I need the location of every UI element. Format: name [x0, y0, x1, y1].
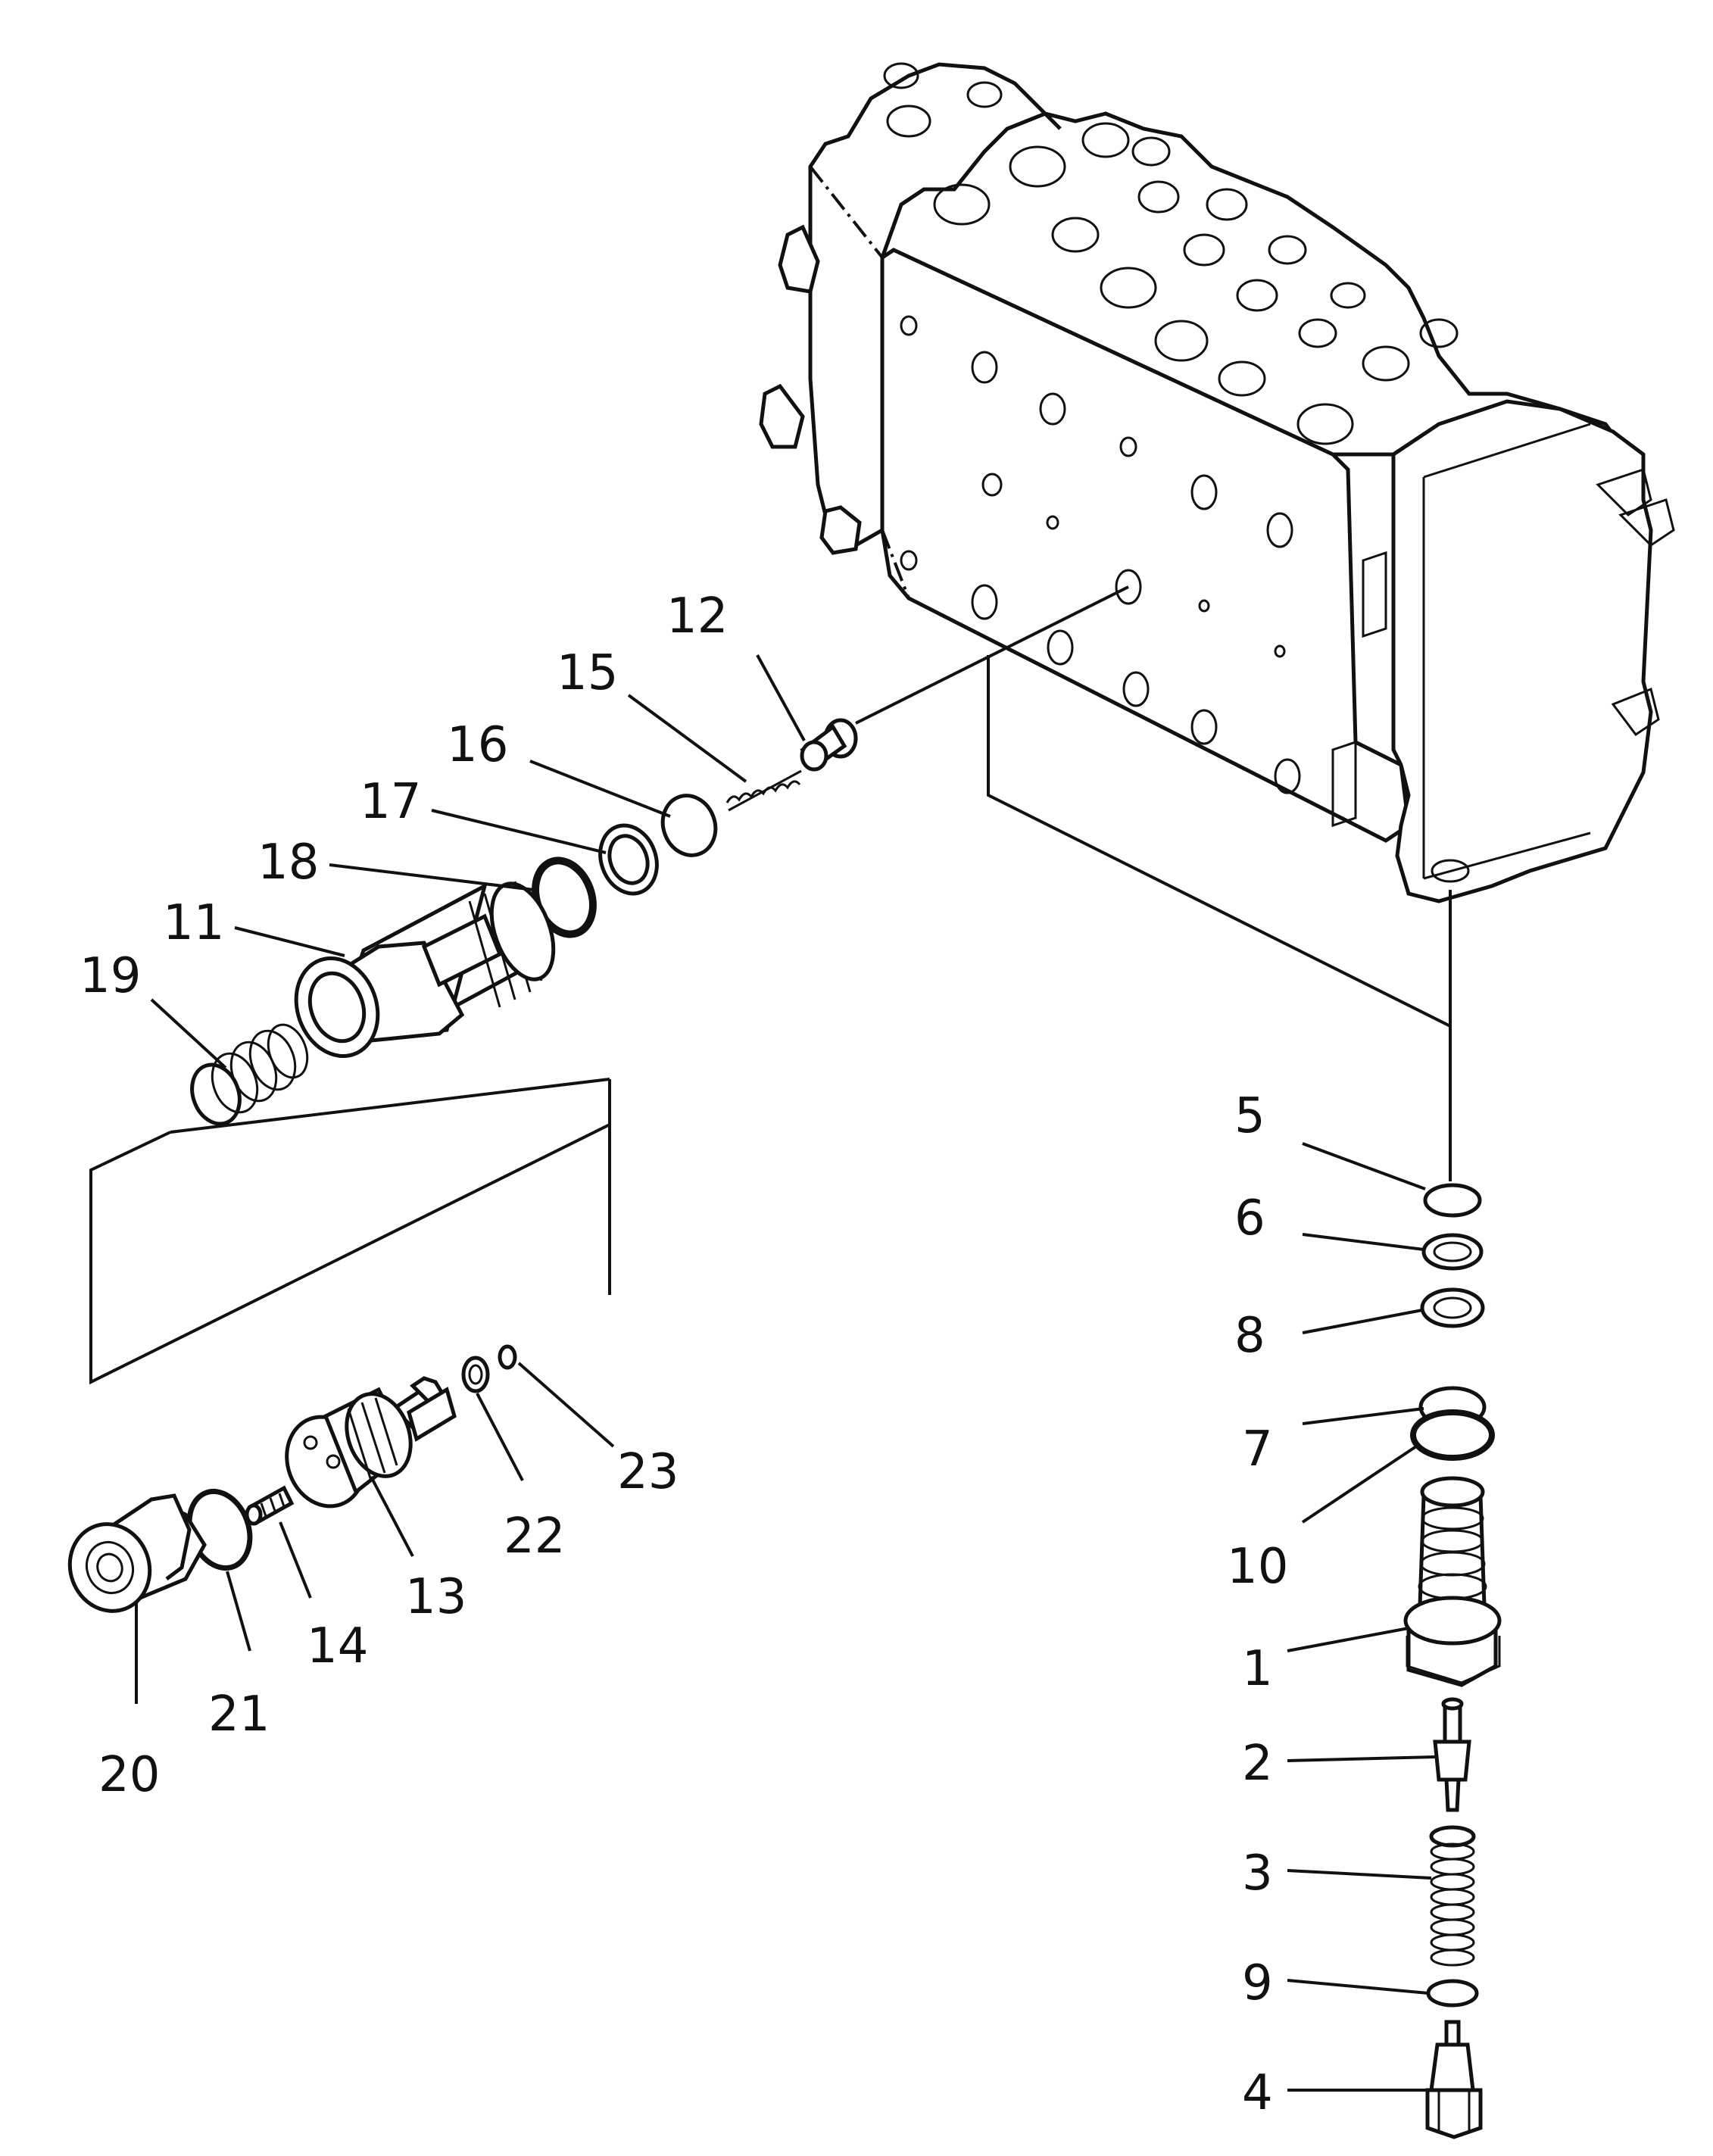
callout-2: 2: [1242, 1736, 1273, 1792]
callout-6: 6: [1234, 1190, 1265, 1246]
callout-9: 9: [1242, 1955, 1273, 2011]
callout-21: 21: [208, 1686, 270, 1743]
callout-7: 7: [1242, 1421, 1273, 1477]
callout-labels: 12 15 16 17 18 11 19 5 6 8 7 10 1 2 3 9 …: [80, 588, 1288, 2121]
part-15-spring: [725, 769, 802, 812]
part-14-pin: [245, 1485, 295, 1526]
part-10-oring: [1410, 1409, 1495, 1461]
part-13-piston: [285, 1376, 457, 1509]
part-19-spring: [190, 1023, 309, 1126]
callout-18: 18: [257, 835, 319, 891]
callout-leaders: [135, 654, 1436, 2092]
part-23-ring: [498, 1344, 517, 1370]
callout-23: 23: [617, 1444, 679, 1500]
part-1-valve-body: [1403, 1476, 1502, 1687]
callout-3: 3: [1242, 1846, 1273, 1902]
callout-10: 10: [1227, 1539, 1288, 1595]
callout-17: 17: [360, 774, 421, 830]
part-4-plug: [1425, 2020, 1483, 2139]
callout-11: 11: [163, 895, 224, 951]
assembly-lines: [89, 585, 1452, 1385]
callout-4: 4: [1242, 2065, 1273, 2121]
callout-13: 13: [405, 1569, 466, 1625]
part-5-oring: [1423, 1183, 1482, 1218]
part-8-ring: [1420, 1287, 1485, 1328]
part-11-sleeve: [294, 881, 556, 1059]
safety-valve-parts: [1403, 1183, 1502, 2139]
relief-valve-parts: [67, 718, 858, 1613]
part-22-ring: [461, 1356, 490, 1393]
part-17-backup-ring: [598, 823, 659, 896]
part-16-oring: [660, 794, 718, 857]
part-20-cap: [67, 1493, 207, 1613]
callout-1: 1: [1242, 1641, 1273, 1697]
part-6-ring: [1421, 1233, 1484, 1271]
callout-14: 14: [307, 1618, 368, 1674]
part-12-poppet: [800, 718, 858, 772]
callout-22: 22: [504, 1509, 565, 1565]
callout-8: 8: [1234, 1308, 1265, 1364]
callout-20: 20: [98, 1747, 160, 1803]
callout-16: 16: [447, 717, 508, 773]
part-3-spring: [1429, 1825, 1476, 1967]
callout-19: 19: [80, 948, 141, 1004]
callout-5: 5: [1234, 1088, 1265, 1144]
part-2-poppet: [1433, 1697, 1471, 1812]
callout-15: 15: [557, 645, 618, 701]
part-9-ring: [1426, 1979, 1479, 2008]
control-valve-body: [759, 62, 1675, 903]
callout-12: 12: [666, 588, 728, 644]
